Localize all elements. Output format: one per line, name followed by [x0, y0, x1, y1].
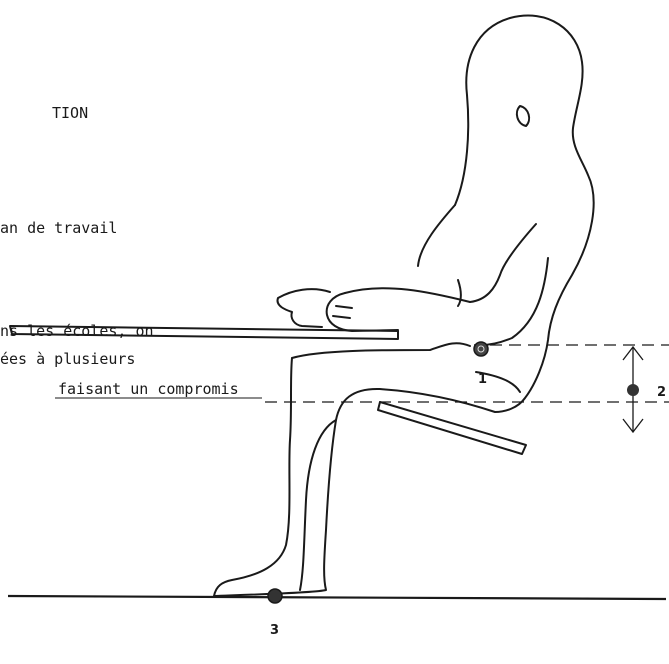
text-line-4: ées à plusieurs: [0, 350, 135, 368]
seat-plate: [378, 402, 526, 454]
far-hand: [277, 289, 330, 327]
upper-arm: [470, 224, 536, 302]
floor-line: [8, 596, 666, 599]
chest-line: [458, 280, 461, 306]
torso-front: [418, 205, 455, 266]
shin-inner-line: [300, 420, 336, 590]
text-line-3: ns les écoles, on: [0, 322, 154, 340]
marker-1-label: 1: [478, 372, 487, 387]
seated-person-figure: [214, 16, 594, 596]
text-line-2: an de travail: [0, 219, 117, 237]
marker-3: [268, 589, 282, 603]
text-line-1: TION: [52, 104, 88, 122]
near-hand: [327, 293, 398, 331]
forearm-upper: [345, 288, 470, 302]
marker-3-label: 3: [270, 623, 279, 638]
upper-arm-lower-edge: [475, 258, 548, 345]
marker-2-label: 2: [657, 385, 666, 400]
marker-2: [627, 384, 639, 396]
near-hand-fingers: [333, 306, 352, 318]
text-line-5: faisant un compromis: [58, 380, 239, 398]
lap-line: [292, 343, 470, 358]
marker-1: [474, 342, 488, 356]
ear: [517, 106, 529, 126]
